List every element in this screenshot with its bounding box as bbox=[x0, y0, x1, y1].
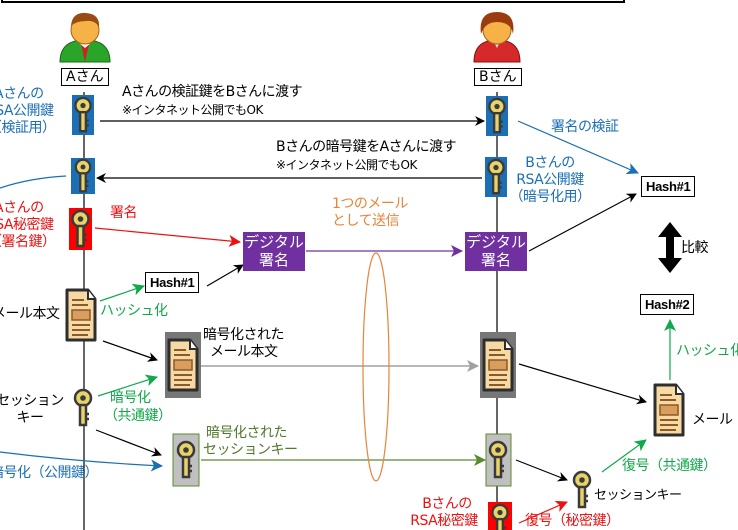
arrow-session-to-decrypt bbox=[515, 459, 568, 482]
hashing-b-label: ハッシュ化 bbox=[676, 343, 738, 359]
encrypt-common-label-2: （共通鍵） bbox=[104, 408, 172, 424]
encrypted-mail-a-icon bbox=[167, 338, 199, 392]
arrow-session-key-to-encrypted bbox=[95, 429, 162, 457]
arrow-b-public-curve bbox=[0, 175, 67, 189]
arrow-verify bbox=[517, 120, 639, 175]
a-private-key-label-3: （署名鍵） bbox=[0, 234, 56, 250]
arrow-hashing-a bbox=[99, 283, 145, 302]
session-key-a-label-1: セッション bbox=[0, 393, 64, 409]
sign-label: 署名 bbox=[110, 205, 138, 221]
hash2-box: Hash#2 bbox=[640, 294, 695, 315]
b-private-key-label-2: RSA秘密鍵 bbox=[410, 513, 478, 529]
verify-label: 署名の検証 bbox=[551, 119, 619, 135]
b-public-key-label-3: （暗号化用） bbox=[509, 189, 592, 205]
encrypt-common-label-1: 暗号化 bbox=[110, 390, 151, 406]
msg-b-to-a-title: Bさんの暗号鍵をAさんに渡す bbox=[276, 139, 457, 155]
a-public-key-label-1: Aさんの bbox=[0, 86, 44, 102]
a-private-key-label-1: Aさんの bbox=[0, 200, 44, 216]
decrypt-common-label: 復号（共通鍵） bbox=[622, 458, 717, 474]
digital-signature-b: デジタル 署名 bbox=[465, 232, 527, 271]
arrow-sign bbox=[94, 227, 241, 247]
encrypted-session-key-label-1: 暗号化された bbox=[206, 425, 288, 441]
hashing-a-label: ハッシュ化 bbox=[100, 303, 168, 319]
digital-signature-b-line2: 署名 bbox=[480, 251, 511, 269]
top-frame-border bbox=[1, 0, 625, 3]
digital-signature-a-line2: 署名 bbox=[258, 251, 289, 269]
hash1-a-box: Hash#1 bbox=[145, 272, 200, 293]
compare-double-arrow-icon bbox=[658, 222, 682, 273]
b-public-key-label-2: RSA公開鍵 bbox=[516, 172, 584, 188]
decrypt-private-label: 復号（秘密鍵） bbox=[525, 513, 620, 529]
avatar-b-icon bbox=[473, 12, 521, 63]
decrypted-mail-icon bbox=[653, 383, 685, 437]
actor-a-name: Aさん bbox=[61, 68, 109, 86]
send-together-label-1: 1つのメール bbox=[332, 196, 408, 212]
mail-body-label: メール本文 bbox=[0, 306, 60, 322]
arrow-encrypt-common bbox=[97, 374, 158, 397]
arrow-decrypt-private bbox=[518, 500, 568, 524]
msg-a-to-b-note: ※インタネット公開でもOK bbox=[122, 103, 263, 117]
arrow-decrypt-common bbox=[601, 439, 647, 473]
digital-signature-a-line1: デジタル bbox=[244, 233, 304, 251]
session-key-a-label-2: キー bbox=[16, 410, 45, 426]
arrow-encrypt-public bbox=[0, 451, 163, 472]
send-together-ellipse bbox=[362, 252, 390, 482]
encrypted-mail-label-2: メール本文 bbox=[210, 344, 278, 360]
arrow-signature-to-hash1 bbox=[528, 193, 637, 252]
encrypt-public-label: 暗号化（公開鍵） bbox=[0, 465, 99, 481]
session-key-b-label: セッションキー bbox=[594, 488, 682, 503]
encrypted-mail-b-icon bbox=[482, 338, 514, 392]
digital-signature-b-line1: デジタル bbox=[466, 233, 526, 251]
encrypted-session-key-label-2: セッションキー bbox=[203, 442, 298, 458]
mail-body-doc-icon bbox=[65, 288, 97, 342]
hash1-b-box: Hash#1 bbox=[641, 176, 696, 197]
arrow-mail-to-encrypted bbox=[102, 340, 158, 362]
arrow-hash-to-signature bbox=[206, 264, 244, 287]
a-private-key-label-2: RSA秘密鍵 bbox=[0, 217, 54, 233]
arrow-encrypted-mail-to-decrypted bbox=[518, 363, 647, 405]
session-key-a-icon bbox=[73, 388, 93, 427]
actor-b-name: Bさん bbox=[474, 68, 522, 86]
msg-a-to-b-title: Aさんの検証鍵をBさんに渡す bbox=[122, 84, 303, 100]
b-public-key-label-1: Bさんの bbox=[525, 155, 575, 171]
a-public-key-label-2: RSA公開鍵 bbox=[0, 103, 54, 119]
encrypted-mail-label-1: 暗号化された bbox=[203, 327, 285, 343]
avatar-a-icon bbox=[59, 12, 111, 63]
a-public-key-label-3: （検証用） bbox=[0, 120, 56, 136]
b-private-key-label-1: Bさんの bbox=[422, 496, 472, 512]
session-key-b-icon bbox=[572, 470, 592, 509]
msg-b-to-a-note: ※インタネット公開でもOK bbox=[276, 158, 417, 172]
send-together-label-2: として送信 bbox=[332, 213, 400, 229]
compare-label: 比較 bbox=[681, 240, 709, 256]
digital-signature-a: デジタル 署名 bbox=[243, 232, 305, 271]
decrypted-mail-label: メール bbox=[692, 412, 733, 428]
